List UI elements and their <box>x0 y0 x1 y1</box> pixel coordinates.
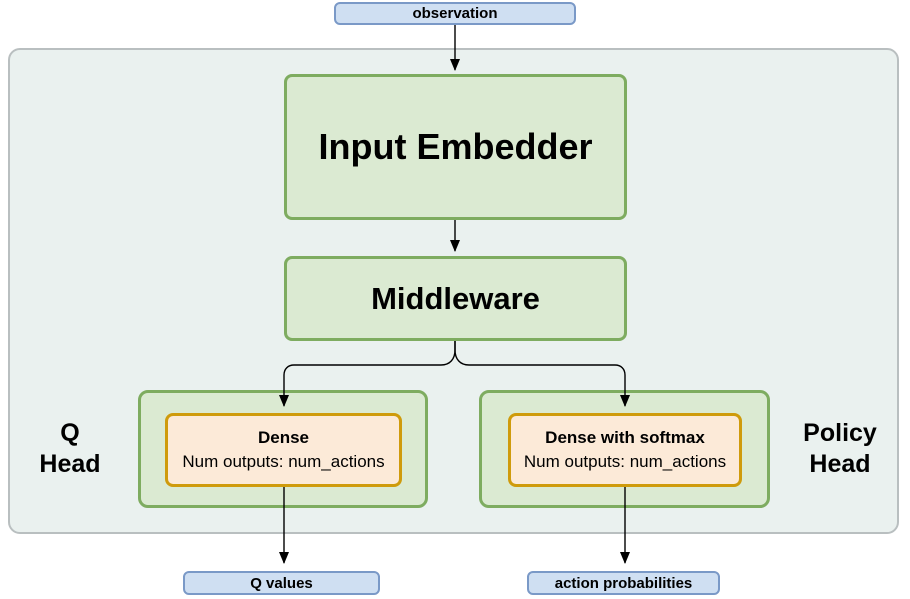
input-embedder-node: Input Embedder <box>284 74 627 220</box>
q-values-node: Q values <box>183 571 380 595</box>
q-head-label-line2: Head <box>39 450 101 478</box>
policy-head-label-line1: Policy <box>803 419 877 447</box>
q-dense-node: Dense Num outputs: num_actions <box>165 413 402 487</box>
policy-dense-node: Dense with softmax Num outputs: num_acti… <box>508 413 742 487</box>
q-head-label: Q Head <box>20 418 120 480</box>
q-head-label-line1: Q <box>60 419 80 447</box>
policy-head-label: Policy Head <box>786 418 894 480</box>
q-values-label: Q values <box>250 574 313 592</box>
q-dense-subtitle: Num outputs: num_actions <box>182 451 385 471</box>
q-dense-title: Dense <box>257 427 310 447</box>
policy-head-label-line2: Head <box>809 450 871 478</box>
action-probabilities-node: action probabilities <box>527 571 720 595</box>
policy-dense-subtitle: Num outputs: num_actions <box>523 451 727 471</box>
middleware-node: Middleware <box>284 256 627 341</box>
observation-node: observation <box>334 2 576 25</box>
action-probabilities-label: action probabilities <box>554 574 693 592</box>
middleware-label: Middleware <box>371 280 540 316</box>
observation-label: observation <box>412 5 498 22</box>
input-embedder-label: Input Embedder <box>318 126 593 167</box>
policy-dense-title: Dense with softmax <box>545 427 705 447</box>
